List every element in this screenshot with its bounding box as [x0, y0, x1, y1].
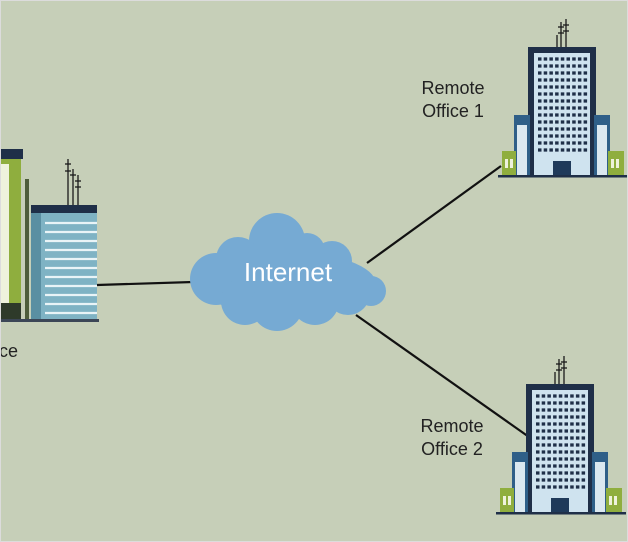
remote-office-1-building-icon [498, 19, 627, 178]
remote-office-2-label-line1: Remote [420, 416, 484, 436]
link-main-to-internet [96, 280, 194, 287]
link-internet-to-office2 [355, 314, 530, 438]
internet-label: Internet [243, 257, 333, 287]
remote-office-1-label-line1: Remote [421, 78, 485, 98]
remote-office-1-label: Remote Office 1 [411, 77, 495, 123]
main-office-label-line2: ce [0, 341, 19, 361]
remote-office-1-label-line2: Office 1 [422, 101, 484, 121]
remote-office-2-label: Remote Office 2 [410, 415, 494, 461]
main-office-label: ce [0, 340, 19, 363]
remote-office-2-building-icon [496, 356, 626, 515]
main-office-building-icon [1, 149, 99, 322]
remote-office-2-label-line2: Office 2 [421, 439, 483, 459]
link-internet-to-office1 [366, 165, 502, 264]
internet-cloud-icon [190, 213, 386, 331]
